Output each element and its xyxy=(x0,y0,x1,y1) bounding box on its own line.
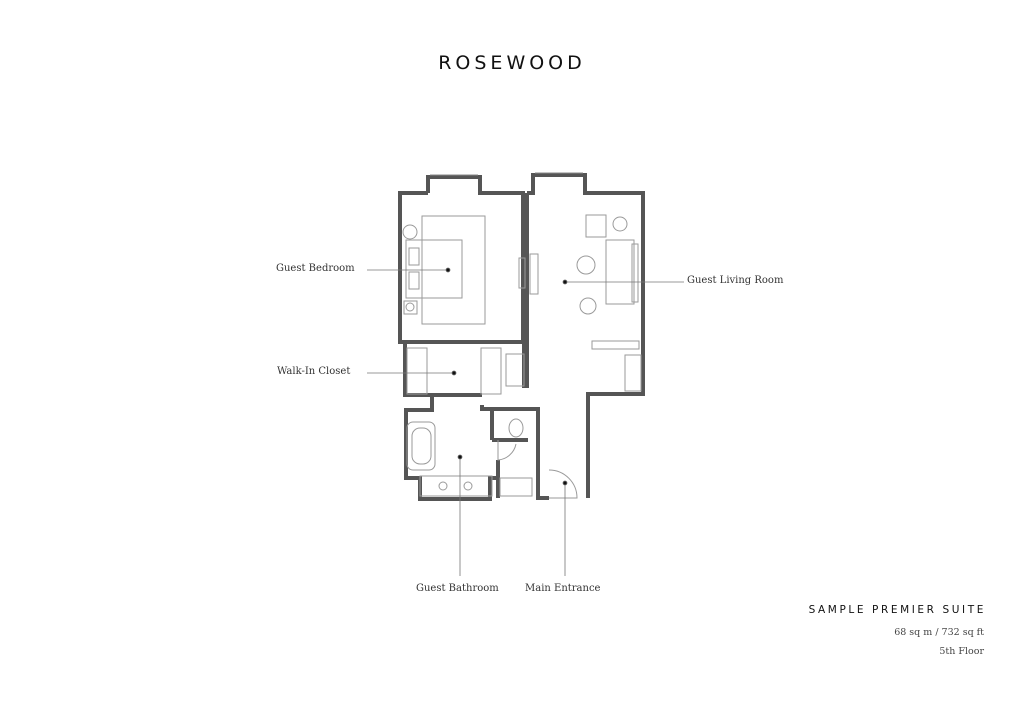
toilet xyxy=(508,418,524,438)
brand-logo: ROSEWOOD xyxy=(438,52,586,74)
bedroom-left-wall xyxy=(398,191,524,344)
label-main-entrance: Main Entrance xyxy=(525,583,601,594)
pillow-2 xyxy=(408,271,420,290)
furniture xyxy=(402,214,642,499)
sofa-back xyxy=(631,243,639,303)
closet-right xyxy=(480,347,502,395)
label-walk-in-closet: Walk-In Closet xyxy=(277,366,351,377)
coffee-table-2 xyxy=(579,297,597,315)
vanity xyxy=(419,475,493,497)
closet-left xyxy=(406,347,428,395)
floor-lamp xyxy=(612,216,628,232)
main-door xyxy=(548,469,578,499)
dot-guest-bedroom xyxy=(445,267,451,273)
coffee-table-1 xyxy=(576,255,596,275)
label-guest-bathroom: Guest Bathroom xyxy=(416,583,499,594)
dot-living-room xyxy=(562,279,568,285)
bathtub xyxy=(406,421,436,471)
nightstand-2 xyxy=(403,300,418,315)
bathtub-inner xyxy=(411,427,432,465)
dot-walk-in-closet xyxy=(451,370,457,376)
windows xyxy=(430,172,583,176)
bed xyxy=(405,239,463,299)
wc-wall xyxy=(480,405,549,500)
dot-guest-bathroom xyxy=(457,454,463,460)
bedroom-wall xyxy=(426,175,525,342)
closet-living xyxy=(505,353,525,387)
closet-wall xyxy=(403,343,482,397)
bedside-lamp-1 xyxy=(402,224,418,240)
desk xyxy=(591,340,640,350)
armchair xyxy=(585,214,607,238)
label-guest-bedroom: Guest Bedroom xyxy=(276,263,355,274)
sink-1 xyxy=(438,481,448,491)
tv xyxy=(529,253,539,295)
leader-lines xyxy=(367,267,684,576)
pillow-1 xyxy=(408,247,420,266)
sink-2 xyxy=(463,481,473,491)
suite-floor: 5th Floor xyxy=(939,646,984,657)
bedside-lamp-2 xyxy=(405,302,415,312)
shower-tray xyxy=(499,477,533,497)
suite-area: 68 sq m / 732 sq ft xyxy=(894,627,984,638)
walls xyxy=(398,173,645,501)
label-guest-living-room: Guest Living Room xyxy=(687,275,784,286)
bath-door xyxy=(497,440,517,461)
dot-main-entrance xyxy=(562,480,568,486)
tv-console xyxy=(518,257,526,289)
sofa xyxy=(605,239,635,305)
suite-name: SAMPLE PREMIER SUITE xyxy=(808,604,986,616)
living-room-wall xyxy=(527,173,645,498)
wardrobe-living xyxy=(624,354,642,392)
